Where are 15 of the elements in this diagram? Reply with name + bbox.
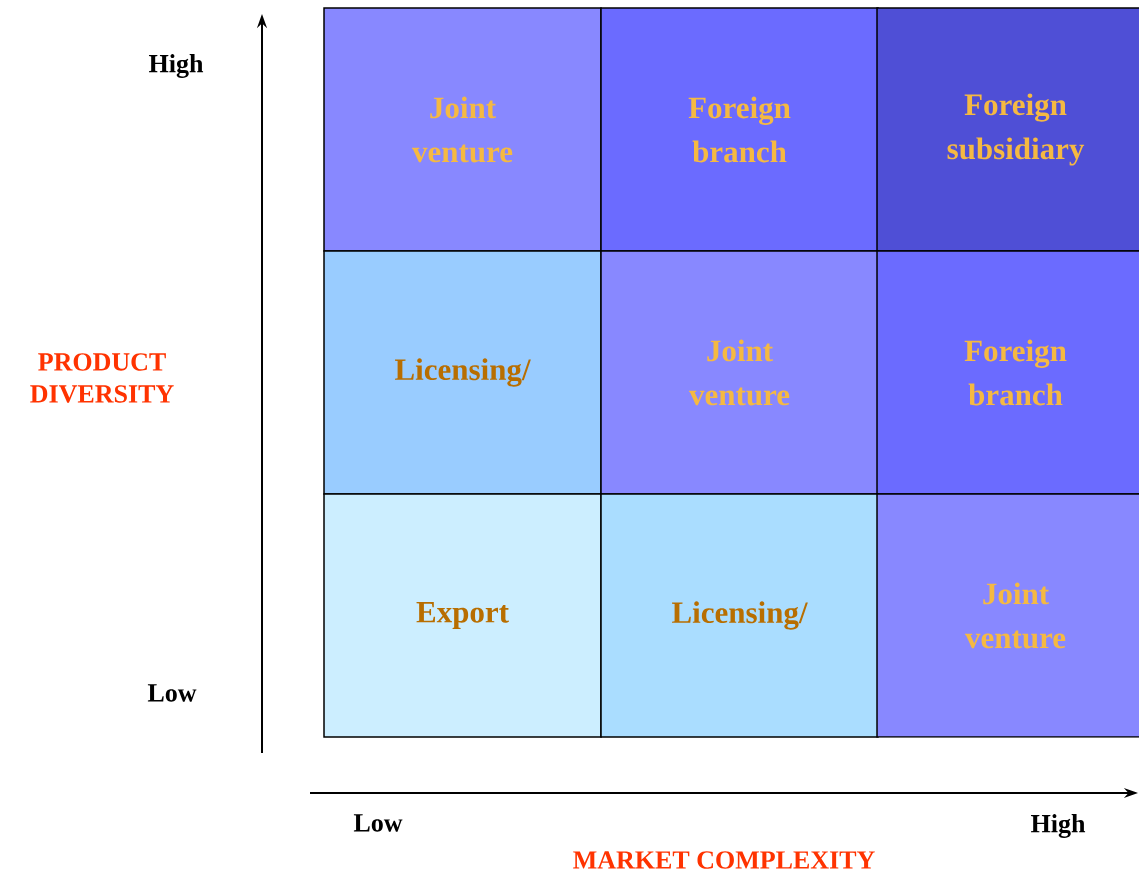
axis-label: Low bbox=[147, 684, 197, 702]
axis-label: PRODUCT DIVERSITY bbox=[30, 353, 174, 403]
axis-label: Low bbox=[353, 814, 403, 832]
grid-cell: Joint venture bbox=[323, 7, 602, 252]
grid-cell: Foreign subsidiary bbox=[876, 7, 1139, 252]
axis-label: High bbox=[1031, 814, 1086, 838]
grid-cell: Licensing/ bbox=[323, 250, 602, 495]
grid-cell: Foreign branch bbox=[876, 250, 1139, 495]
grid-cell: Licensing/ bbox=[600, 493, 879, 738]
grid-cell: Foreign branch bbox=[600, 7, 879, 252]
grid-cell: Joint venture bbox=[876, 493, 1139, 738]
axis-label: MARKET COMPLEXITY bbox=[573, 851, 875, 869]
grid-cell: Export bbox=[323, 493, 602, 738]
grid-cell: Joint venture bbox=[600, 250, 879, 495]
axis-label: High bbox=[149, 54, 204, 78]
